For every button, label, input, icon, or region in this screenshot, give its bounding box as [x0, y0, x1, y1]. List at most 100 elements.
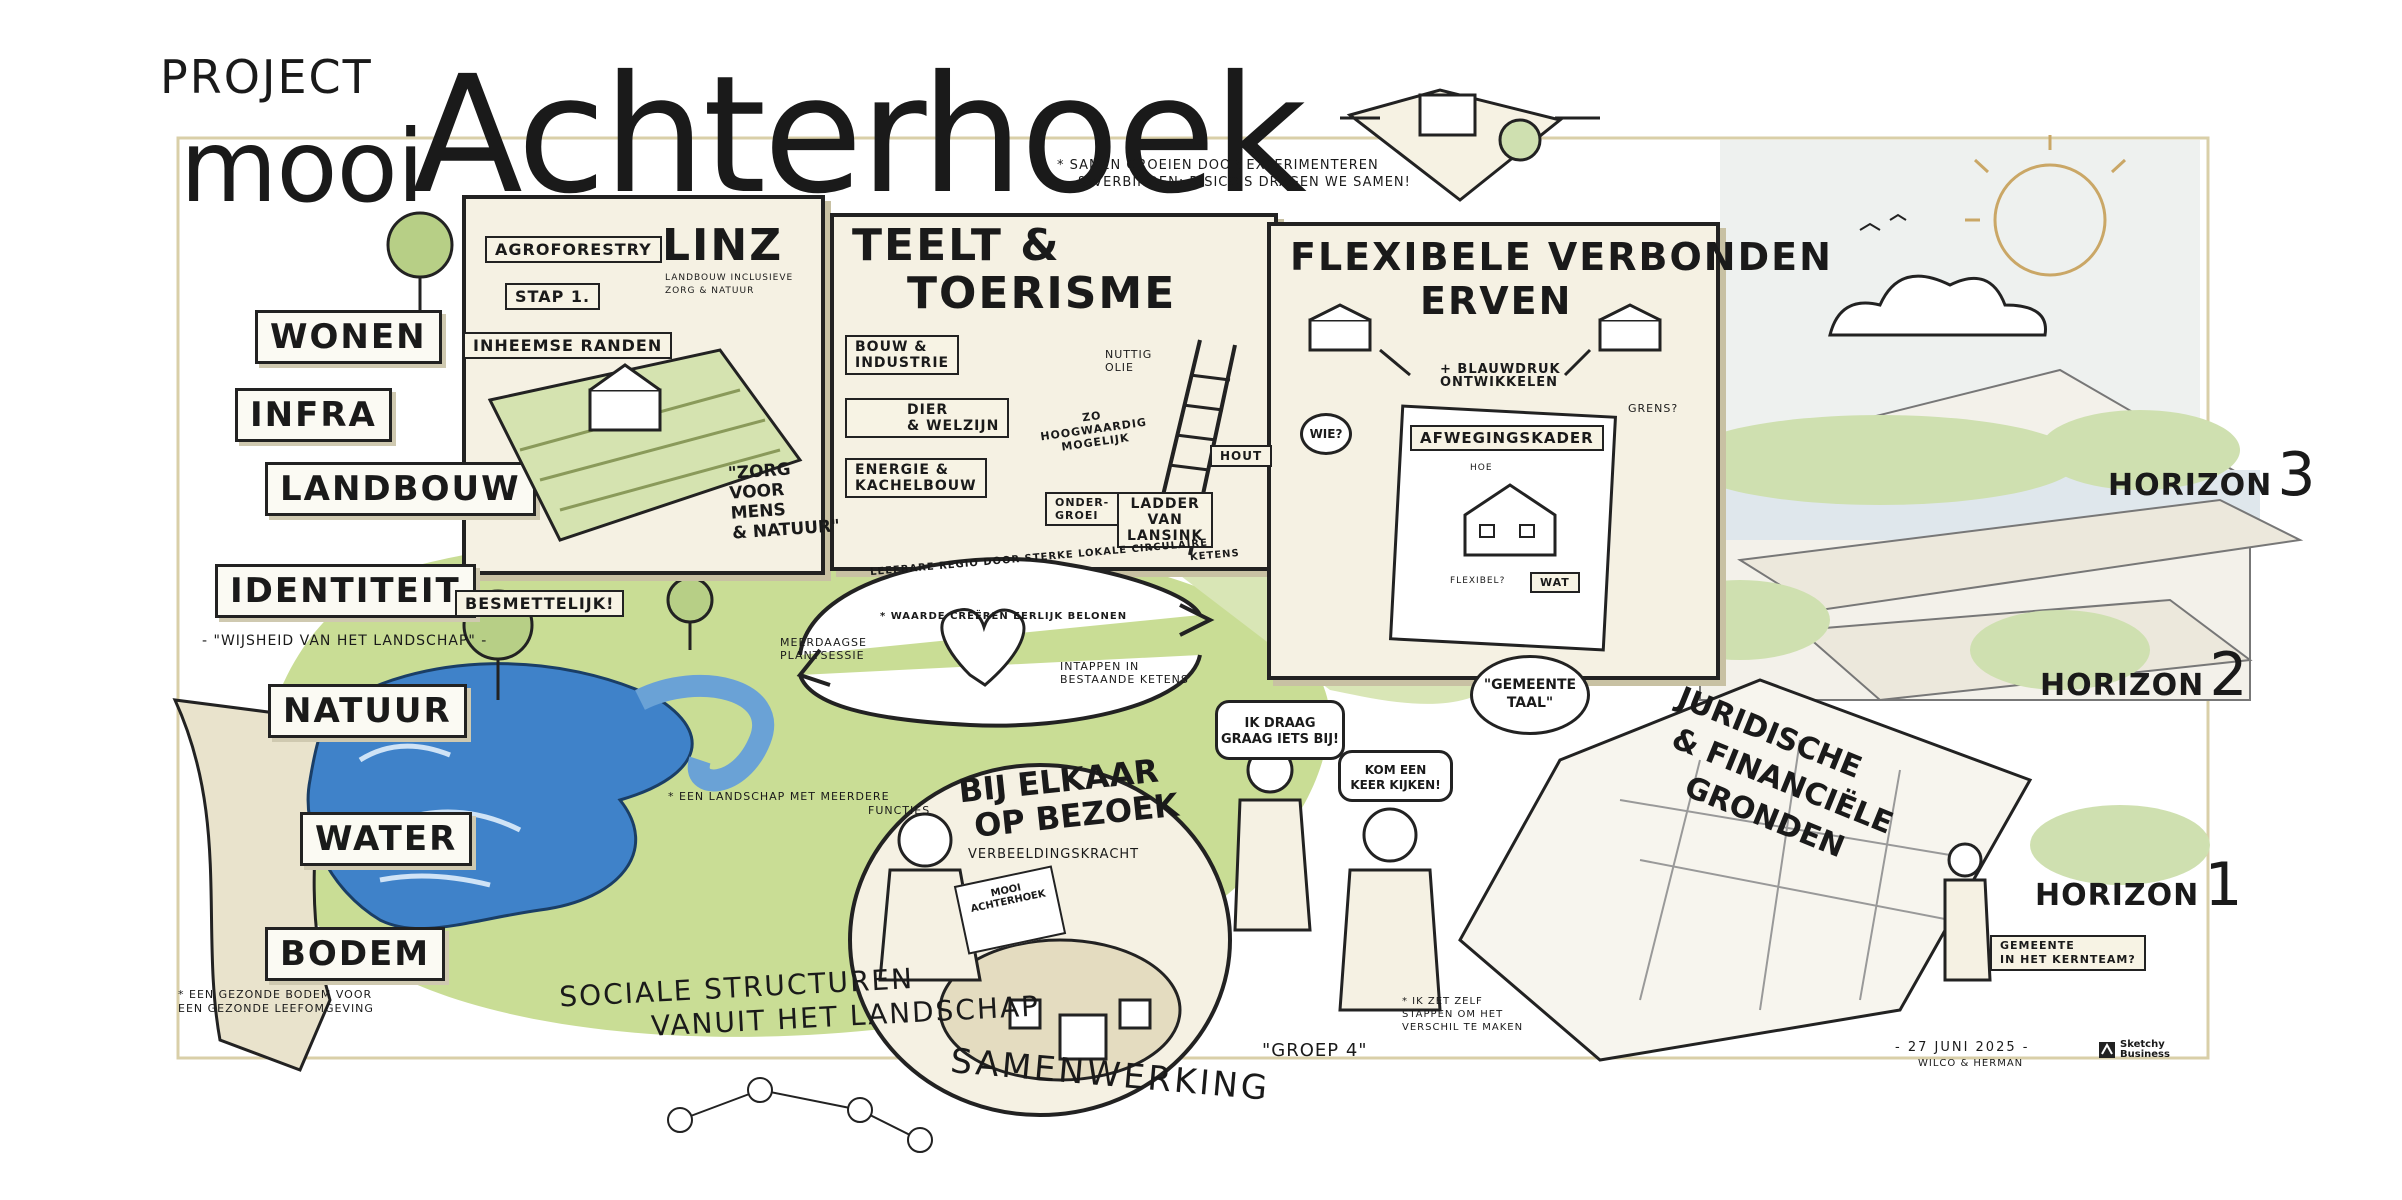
tag-inheemse: INHEEMSE RANDEN	[463, 332, 673, 359]
wat-label: WAT	[1530, 572, 1580, 593]
waarde-label: * WAARDE CREËREN EERLIJK BELONEN	[880, 611, 1128, 622]
flexibel-label: FLEXIBEL?	[1450, 576, 1506, 586]
speech-kom-line1: KOM EEN	[1364, 763, 1427, 777]
erven-title: FLEXIBELE VERBONDEN ERVEN	[1290, 235, 1833, 323]
top-note: * SAMEN GROEIEN DOOR EXPERIMENTEREN & VE…	[1057, 157, 1411, 191]
cycle-arrows	[796, 557, 1215, 728]
header-project: PROJECT	[160, 50, 373, 104]
theme-infra: INFRA	[235, 388, 392, 442]
tag-bouw-line2: INDUSTRIE	[855, 355, 950, 371]
bodem-note-line1: * EEN GEZONDE BODEM VOOR	[178, 988, 373, 1001]
linz-subtitle-line1: LANDBOUW INCLUSIEVE	[665, 273, 794, 283]
groep-label: "GROEP 4"	[1262, 1040, 1368, 1061]
header-title: Achterhoek	[412, 42, 1307, 230]
bodem-note-line2: EEN GEZONDE LEEFOMGEVING	[178, 1002, 374, 1015]
erven-title-line1: FLEXIBELE VERBONDEN	[1290, 235, 1833, 279]
tag-besmettelijk: BESMETTELIJK!	[455, 590, 625, 617]
horizon-1: HORIZON 1	[2035, 850, 2243, 920]
wijsheid-text: - "WIJSHEID VAN HET LANDSCHAP" -	[202, 633, 488, 649]
bodem-note: * EEN GEZONDE BODEM VOOR EEN GEZONDE LEE…	[178, 988, 374, 1016]
grens-label: GRENS?	[1628, 402, 1679, 415]
tag-onder-line2: GROEI	[1055, 509, 1099, 522]
tag-bouw: BOUW & INDUSTRIE	[845, 335, 960, 375]
tag-energie-line2: KACHELBOUW	[855, 478, 977, 494]
tag-stap: STAP 1.	[505, 283, 601, 310]
gemeente-taal-bubble: "GEMEENTE TAAL"	[1470, 655, 1590, 735]
erven-title-line2: ERVEN	[1420, 279, 1573, 323]
theme-landbouw: LANDBOUW	[265, 462, 536, 516]
meerdaagse-line2: PLANTSESSIE	[780, 649, 865, 662]
intappen-line2: BESTAANDE KETENS	[1060, 673, 1189, 686]
tree-icon	[386, 211, 454, 320]
people-icon	[878, 746, 1992, 1012]
teelt-title: TEELT & TOERISME	[852, 222, 1176, 318]
stappen-note: * IK ZET ZELF STAPPEN OM HET VERSCHIL TE…	[1402, 995, 1523, 1034]
linz-subtitle: LANDBOUW INCLUSIEVE ZORG & NATUUR	[665, 272, 793, 298]
teelt-title-line1: TEELT &	[852, 220, 1061, 271]
sun-icon	[1965, 135, 2127, 277]
theme-wonen: WONEN	[255, 310, 442, 364]
intappen-line1: INTAPPEN IN	[1060, 660, 1140, 673]
erven-farm-icons	[1308, 303, 1662, 377]
tag-dier: DIER & WELZIJN	[845, 398, 1010, 438]
hoe-label: HOE	[1470, 463, 1493, 473]
house-icon	[1463, 483, 1557, 557]
tag-dier-line2: & WELZIJN	[907, 418, 1000, 434]
tag-dier-line1: DIER	[907, 402, 949, 418]
stappen-note-line3: VERSCHIL TE MAKEN	[1402, 1022, 1524, 1033]
landschap-note-line1: * EEN LANDSCHAP MET MEERDERE	[668, 790, 890, 803]
tag-hout: HOUT	[1210, 445, 1273, 467]
tag-bouw-line1: BOUW &	[855, 339, 928, 355]
horizon-3-num: 3	[2277, 440, 2316, 510]
speech-kom: KOM EEN KEER KIJKEN!	[1338, 750, 1453, 802]
gemeente-taal-line1: "GEMEENTE	[1483, 677, 1577, 693]
wie-bubble: WIE?	[1300, 413, 1352, 455]
afweging-label: AFWEGINGSKADER	[1410, 425, 1604, 451]
linz-title: LINZ	[662, 220, 784, 271]
speech-draag: IK DRAAG GRAAG IETS BIJ!	[1215, 700, 1345, 760]
linz-field-illustration	[487, 348, 803, 542]
top-note-line1: * SAMEN GROEIEN DOOR EXPERIMENTEREN	[1057, 158, 1379, 173]
tag-energie: ENERGIE & KACHELBOUW	[845, 458, 987, 498]
speech-kom-line2: KEER KIJKEN!	[1350, 778, 1441, 792]
landschap-note: * EEN LANDSCHAP MET MEERDERE FUNCTIES	[668, 790, 930, 818]
sketchy-logo-icon	[2099, 1042, 2115, 1058]
header-mooi: mooi	[180, 108, 425, 225]
gemeente-kern-line1: GEMEENTE	[2000, 939, 2075, 952]
stappen-note-line1: * IK ZET ZELF	[1402, 996, 1483, 1007]
speech-draag-line1: IK DRAAG	[1244, 716, 1316, 731]
nuttig-line1: NUTTIG	[1105, 348, 1153, 361]
meerdaagse-line1: MEERDAAGSE	[780, 636, 867, 649]
brand-line1: Sketchy	[2120, 1039, 2165, 1050]
tag-ladder: LADDER VAN LANSINK	[1117, 492, 1214, 548]
heart-icon	[940, 608, 1026, 687]
horizon-3: HORIZON 3	[2108, 440, 2316, 510]
theme-bodem: BODEM	[265, 927, 446, 981]
tag-agroforestry: AGROFORESTRY	[485, 236, 662, 263]
network-icon	[667, 1077, 933, 1153]
nuttig-line2: OLIE	[1105, 361, 1134, 374]
tag-onder: ONDER- GROEI	[1045, 492, 1120, 526]
authors-label: WILCO & HERMAN	[1918, 1058, 2024, 1069]
meerdaagse-label: MEERDAAGSE PLANTSESSIE	[780, 636, 867, 662]
tag-energie-line1: ENERGIE &	[855, 462, 949, 478]
gemeente-kern-line2: IN HET KERNTEAM?	[2000, 953, 2136, 966]
top-note-line2: & VERBINDEN: RISICO'S DRAGEN WE SAMEN!	[1077, 175, 1411, 190]
blauwdruk-label: + BLAUWDRUK ONTWIKKELEN	[1440, 363, 1561, 389]
drone-icon	[1340, 88, 1600, 202]
blauwdruk-line1: + BLAUWDRUK	[1440, 362, 1561, 377]
linz-subtitle-line2: ZORG & NATUUR	[665, 286, 755, 296]
tag-ladder-line1: LADDER	[1130, 496, 1200, 512]
theme-natuur: NATUUR	[268, 684, 467, 738]
gemeente-taal-line2: TAAL"	[1506, 695, 1554, 711]
blauwdruk-line2: ONTWIKKELEN	[1440, 375, 1559, 390]
horizon-2-num: 2	[2209, 640, 2248, 710]
horizon-2-label: HORIZON	[2040, 668, 2205, 703]
verbeelding-label: VERBEELDINGSKRACHT	[968, 847, 1140, 862]
tree-icon	[666, 576, 714, 650]
brand-line2: Business	[2120, 1049, 2170, 1060]
tag-ladder-line3: LANSINK	[1127, 528, 1204, 544]
speech-draag-line2: GRAAG IETS BIJ!	[1221, 732, 1339, 747]
intappen-label: INTAPPEN IN BESTAANDE KETENS	[1060, 660, 1189, 686]
horizon-2: HORIZON 2	[2040, 640, 2248, 710]
